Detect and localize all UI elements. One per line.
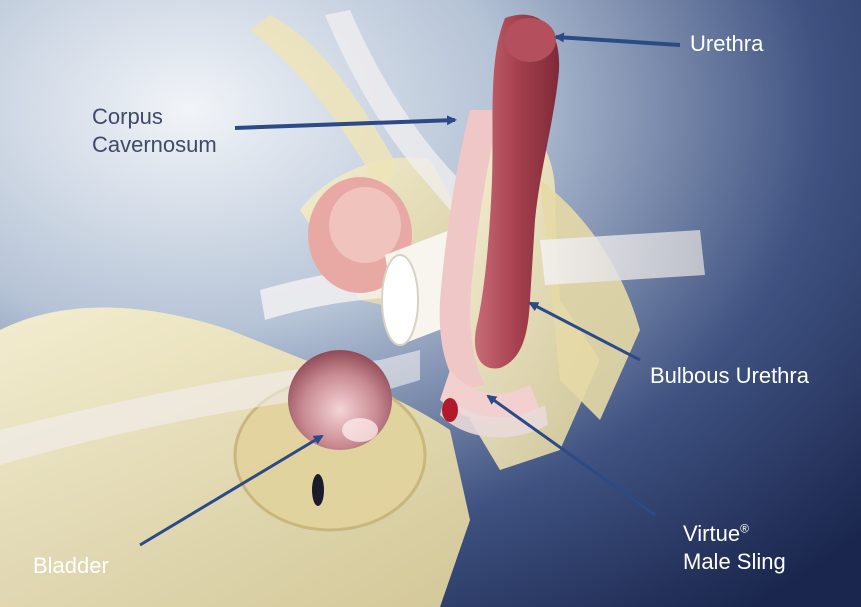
label-urethra-text: Urethra [690, 31, 763, 56]
label-virtue-text: Virtue [683, 521, 740, 546]
label-virtue-male-sling: Virtue® Male Sling [683, 520, 786, 576]
label-corpus-line1: Corpus [92, 103, 217, 131]
label-bladder: Bladder [33, 552, 109, 580]
label-corpus-cavernosum: Corpus Cavernosum [92, 103, 217, 159]
label-bladder-text: Bladder [33, 553, 109, 578]
bladder-organ [288, 350, 392, 450]
label-urethra: Urethra [690, 30, 763, 58]
label-virtue-line2: Male Sling [683, 548, 786, 576]
registered-mark: ® [740, 522, 749, 536]
label-bulbous-urethra: Bulbous Urethra [650, 362, 809, 390]
label-corpus-line2: Cavernosum [92, 131, 217, 159]
label-virtue-line1: Virtue® [683, 520, 786, 548]
label-bulbous-urethra-text: Bulbous Urethra [650, 363, 809, 388]
